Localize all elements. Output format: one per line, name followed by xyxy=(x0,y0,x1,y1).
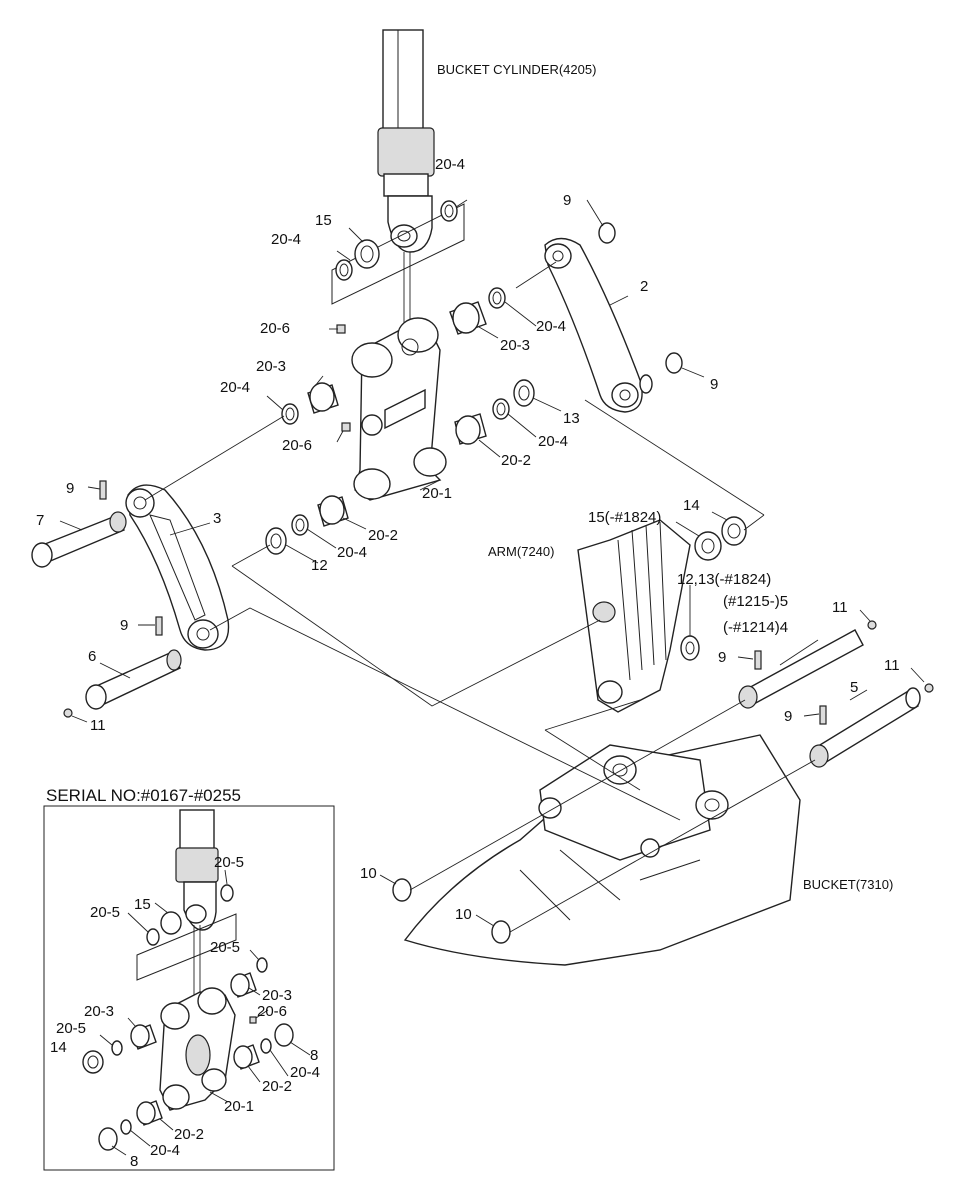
label-2: 2 xyxy=(640,278,648,295)
label-20-3: 20-3 xyxy=(262,987,292,1004)
label-20-6: 20-6 xyxy=(257,1003,287,1020)
ring-20-4-b xyxy=(281,403,299,425)
label-15-1824: 15(-#1824) xyxy=(588,509,661,526)
bucket xyxy=(403,734,801,966)
label-8: 8 xyxy=(130,1153,138,1170)
label-15: 15 xyxy=(134,896,151,913)
bolt-9-lower-left xyxy=(155,616,163,636)
label-14: 14 xyxy=(50,1039,67,1056)
label-20-2: 20-2 xyxy=(368,527,398,544)
label-11: 11 xyxy=(832,599,848,616)
label-9: 9 xyxy=(563,192,571,209)
label-9: 9 xyxy=(120,617,128,634)
label-20-4: 20-4 xyxy=(220,379,250,396)
label-20-4: 20-4 xyxy=(435,156,465,173)
inset-assembly xyxy=(82,809,311,1156)
pin-5 xyxy=(809,683,934,768)
o-ring-10-b xyxy=(491,920,511,944)
o-ring-9-right xyxy=(665,352,683,374)
label-bucket: BUCKET(7310) xyxy=(803,877,893,892)
frame-outline xyxy=(331,203,465,305)
bucket-cylinder xyxy=(377,29,435,253)
label-20-4: 20-4 xyxy=(538,433,568,450)
o-ring-10-a xyxy=(392,878,412,902)
label-20-6: 20-6 xyxy=(282,437,312,454)
label-7: 7 xyxy=(36,512,44,529)
label-4-1214: (-#1214)4 xyxy=(723,619,788,636)
washer-15 xyxy=(354,239,380,269)
label-14: 14 xyxy=(683,497,700,514)
label-20-2: 20-2 xyxy=(174,1126,204,1143)
label-15: 15 xyxy=(315,212,332,229)
nipple-11-pin-5 xyxy=(924,683,934,693)
washer-14 xyxy=(721,516,747,546)
label-20-4: 20-4 xyxy=(271,231,301,248)
label-10: 10 xyxy=(360,865,377,882)
label-11: 11 xyxy=(884,657,900,674)
ring-20-4-d xyxy=(291,514,309,536)
ring-20-4-top xyxy=(440,200,458,222)
label-13: 13 xyxy=(563,410,580,427)
bolt-9-pin-5 xyxy=(819,705,827,725)
bolt-9-upper-left xyxy=(99,480,107,500)
label-11: 11 xyxy=(90,717,106,734)
ring-20-4-a xyxy=(488,287,506,309)
ring-20-4-left xyxy=(335,259,353,281)
nipple-11-pin-4 xyxy=(867,620,877,630)
label-20-5: 20-5 xyxy=(90,904,120,921)
label-3: 3 xyxy=(213,510,221,527)
inset-frame xyxy=(43,805,335,1171)
label-8: 8 xyxy=(310,1047,318,1064)
label-20-3: 20-3 xyxy=(500,337,530,354)
label-20-6: 20-6 xyxy=(260,320,290,337)
label-20-3: 20-3 xyxy=(84,1003,114,1020)
label-6: 6 xyxy=(88,648,96,665)
arm xyxy=(577,519,691,713)
label-20-1: 20-1 xyxy=(422,485,452,502)
label-bucket-cylinder: BUCKET CYLINDER(4205) xyxy=(437,62,596,77)
label-12: 12 xyxy=(311,557,328,574)
leader-lines xyxy=(59,199,925,933)
label-serial: SERIAL NO:#0167-#0255 xyxy=(46,786,241,805)
label-9: 9 xyxy=(66,480,74,497)
label-20-2: 20-2 xyxy=(501,452,531,469)
grease-nipple-20-6-mid xyxy=(341,422,351,432)
label-12-13-1824: 12,13(-#1824) xyxy=(677,571,771,588)
label-20-4: 20-4 xyxy=(337,544,367,561)
bolt-9-pin-4 xyxy=(754,650,762,670)
washer-15-arm xyxy=(694,531,722,561)
label-10: 10 xyxy=(455,906,472,923)
o-ring-9-top xyxy=(598,222,616,244)
washer-13 xyxy=(513,379,535,407)
pin-4 xyxy=(738,620,877,709)
pin-6 xyxy=(63,616,182,718)
label-20-4: 20-4 xyxy=(536,318,566,335)
label-9: 9 xyxy=(710,376,718,393)
label-9: 9 xyxy=(718,649,726,666)
label-20-2: 20-2 xyxy=(262,1078,292,1095)
pin-7 xyxy=(31,480,127,568)
label-20-5: 20-5 xyxy=(210,939,240,956)
label-5-1215: (#1215-)5 xyxy=(723,593,788,610)
label-arm: ARM(7240) xyxy=(488,544,554,559)
label-20-5: 20-5 xyxy=(56,1020,86,1037)
nipple-11-left xyxy=(63,708,73,718)
label-20-3: 20-3 xyxy=(256,358,286,375)
link-3 xyxy=(125,484,230,651)
washer-12 xyxy=(265,527,287,555)
label-9: 9 xyxy=(784,708,792,725)
ring-20-4-c xyxy=(492,398,510,420)
link-2 xyxy=(544,237,653,413)
label-20-4: 20-4 xyxy=(290,1064,320,1081)
labels: BUCKET CYLINDER(4205) 20-4 15 20-4 9 2 2… xyxy=(36,62,900,1170)
grease-nipple-20-6-top xyxy=(336,324,346,334)
washer-12-13-arm xyxy=(680,635,700,661)
label-5: 5 xyxy=(850,679,858,696)
link-20-1 xyxy=(351,317,447,501)
label-20-5: 20-5 xyxy=(214,854,244,871)
label-20-4: 20-4 xyxy=(150,1142,180,1159)
label-20-1: 20-1 xyxy=(224,1098,254,1115)
